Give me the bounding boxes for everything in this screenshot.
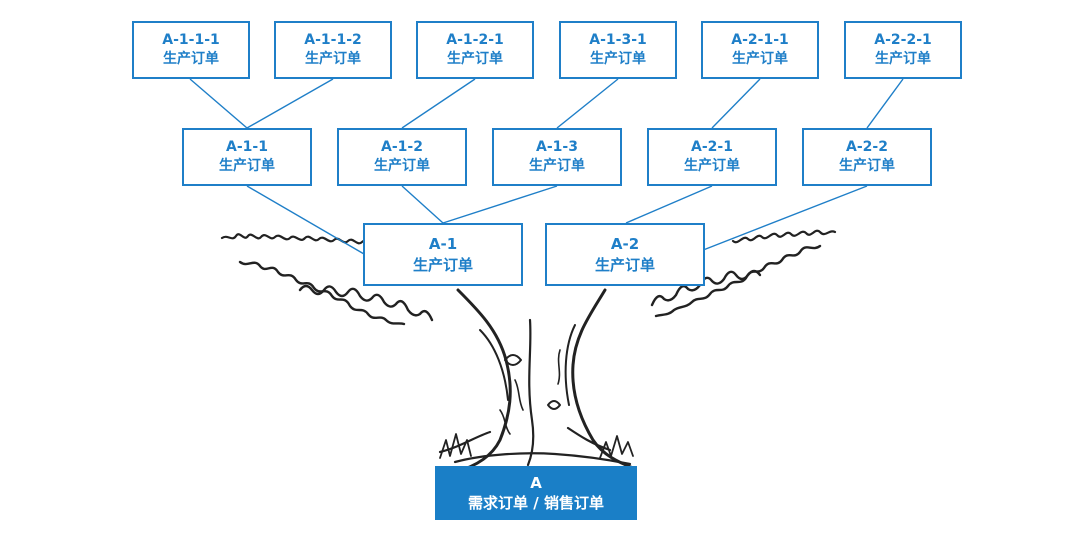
connector-A-2-1-1 [711, 78, 761, 129]
order-node-A-1: A-1 生产订单 [363, 223, 523, 286]
order-node-A-2-2-1: A-2-2-1 生产订单 [844, 21, 962, 79]
connector-A-1-1-1 [189, 78, 248, 129]
tree-illustration [220, 229, 837, 474]
node-code: A-2-2 [846, 139, 888, 156]
connectors [189, 78, 904, 255]
connector-A-1-2-1 [401, 78, 476, 129]
node-code: A-1 [428, 235, 458, 254]
canopy-right [731, 229, 837, 244]
connector-A-2-2-1 [866, 78, 904, 129]
order-node-A-2: A-2 生产订单 [545, 223, 705, 286]
trunk-bark [499, 349, 561, 435]
node-code: A-1-1 [226, 139, 268, 156]
node-code: A-2-2-1 [874, 32, 932, 49]
grass-right [599, 435, 634, 459]
connector-A-2-1 [625, 185, 713, 224]
connector-A-1-3-1 [556, 78, 619, 129]
connector-A-1-3 [442, 185, 558, 224]
node-code: A-2 [610, 235, 640, 254]
order-node-A-1-3: A-1-3 生产订单 [492, 128, 622, 186]
node-desc: 生产订单 [412, 255, 473, 274]
node-desc: 生产订单 [374, 158, 430, 174]
trunk-right [571, 288, 635, 470]
canopy-right-curls [650, 269, 762, 307]
trunk-left [453, 288, 512, 474]
node-code: A-2-1-1 [731, 32, 789, 49]
node-code: A-1-2-1 [446, 32, 504, 49]
node-desc: 生产订单 [447, 51, 503, 67]
node-code: A-1-3 [536, 139, 578, 156]
order-node-A-2-2: A-2-2 生产订单 [802, 128, 932, 186]
root-order-node: A 需求订单 / 销售订单 [435, 466, 637, 520]
order-node-A-1-2: A-1-2 生产订单 [337, 128, 467, 186]
node-desc: 生产订单 [875, 51, 931, 67]
trunk-right-inner [564, 324, 576, 406]
order-node-A-1-1: A-1-1 生产订单 [182, 128, 312, 186]
node-desc: 生产订单 [590, 51, 646, 67]
node-code: A-1-3-1 [589, 32, 647, 49]
trunk-knot-1 [504, 354, 522, 366]
order-node-A-2-1: A-2-1 生产订单 [647, 128, 777, 186]
node-desc: 生产订单 [684, 158, 740, 174]
node-desc: 生产订单 [305, 51, 361, 67]
canopy-right-lower [654, 244, 822, 318]
connector-A-2-2 [692, 185, 868, 255]
connector-A-1-1-2 [246, 78, 334, 129]
trunk-left-inner [479, 329, 509, 401]
canopy-left-curls [298, 284, 434, 322]
node-code: A-2-1 [691, 139, 733, 156]
node-desc: 生产订单 [594, 255, 655, 274]
order-node-A-1-1-1: A-1-1-1 生产订单 [132, 21, 250, 79]
trunk-center [526, 318, 535, 467]
canopy-left [220, 233, 378, 246]
node-code: A-1-2 [381, 139, 423, 156]
node-desc: 生产订单 [839, 158, 895, 174]
connector-A-1-2 [401, 185, 444, 224]
node-desc: 生产订单 [163, 51, 219, 67]
root-desc: 需求订单 / 销售订单 [468, 494, 604, 512]
order-node-A-2-1-1: A-2-1-1 生产订单 [701, 21, 819, 79]
node-desc: 生产订单 [219, 158, 275, 174]
order-node-A-1-2-1: A-1-2-1 生产订单 [416, 21, 534, 79]
node-desc: 生产订单 [732, 51, 788, 67]
order-node-A-1-1-2: A-1-1-2 生产订单 [274, 21, 392, 79]
grass-left [439, 433, 472, 459]
order-node-A-1-3-1: A-1-3-1 生产订单 [559, 21, 677, 79]
trunk-knot-2 [547, 400, 561, 410]
node-desc: 生产订单 [529, 158, 585, 174]
connector-A-1-1 [246, 185, 365, 255]
root-code: A [530, 473, 542, 492]
node-code: A-1-1-2 [304, 32, 362, 49]
node-code: A-1-1-1 [162, 32, 220, 49]
